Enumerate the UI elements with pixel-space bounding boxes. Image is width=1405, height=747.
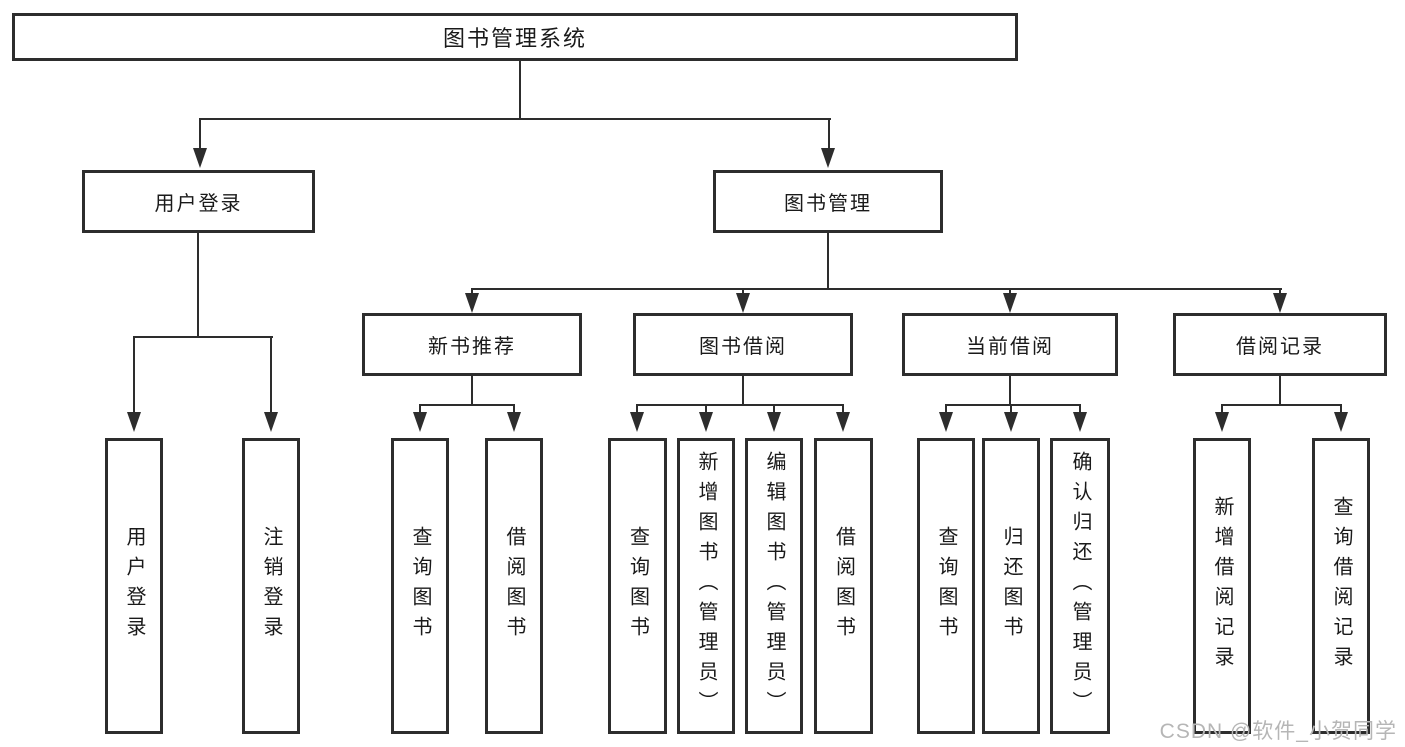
- connector-arrowhead-down: [1215, 412, 1229, 432]
- leaf-query-book-1: 查询图书: [391, 438, 449, 734]
- connector-line: [636, 404, 638, 416]
- leaf-confirm-return-admin: 确认归还（管理员）: [1050, 438, 1110, 734]
- connector-line: [199, 118, 201, 150]
- node-root-system: 图书管理系统: [12, 13, 1018, 61]
- connector-line: [945, 404, 947, 416]
- connector-line: [637, 404, 844, 406]
- connector-line: [1009, 288, 1011, 296]
- node-new-book-recommend: 新书推荐: [362, 313, 582, 376]
- leaf-label: 编辑图书（管理员）: [763, 451, 785, 721]
- connector-line: [1222, 404, 1341, 406]
- leaf-edit-book-admin: 编辑图书（管理员）: [745, 438, 803, 734]
- connector-line: [705, 404, 707, 416]
- leaf-label: 查询图书: [935, 526, 957, 646]
- connector-arrowhead-down: [193, 148, 207, 168]
- leaf-label: 查询图书: [409, 526, 431, 646]
- leaf-query-book-3: 查询图书: [917, 438, 975, 734]
- connector-arrowhead-down: [127, 412, 141, 432]
- leaf-return-book: 归还图书: [982, 438, 1040, 734]
- leaf-label: 归还图书: [1000, 526, 1022, 646]
- leaf-label: 借阅图书: [832, 526, 855, 646]
- connector-line: [1010, 404, 1012, 416]
- leaf-query-book-2: 查询图书: [608, 438, 667, 734]
- connector-arrowhead-down: [507, 412, 521, 432]
- connector-arrowhead-down: [1003, 293, 1017, 313]
- connector-arrowhead-down: [939, 412, 953, 432]
- leaf-label: 查询借阅记录: [1330, 496, 1352, 676]
- connector-line: [1221, 404, 1223, 416]
- connector-line: [1009, 376, 1011, 406]
- leaf-add-book-admin: 新增图书（管理员）: [677, 438, 735, 734]
- connector-line: [742, 288, 744, 296]
- leaf-logout: 注销登录: [242, 438, 300, 734]
- connector-line: [828, 118, 830, 150]
- connector-arrowhead-down: [736, 293, 750, 313]
- connector-arrowhead-down: [836, 412, 850, 432]
- connector-line: [471, 288, 473, 296]
- connector-arrowhead-down: [1273, 293, 1287, 313]
- node-book-management: 图书管理: [713, 170, 943, 233]
- connector-line: [513, 404, 515, 416]
- leaf-query-borrow-record: 查询借阅记录: [1312, 438, 1370, 734]
- connector-line: [471, 288, 1282, 290]
- connector-arrowhead-down: [699, 412, 713, 432]
- node-label: 图书管理系统: [442, 26, 587, 51]
- connector-arrowhead-down: [1004, 412, 1018, 432]
- connector-line: [842, 404, 844, 416]
- connector-line: [199, 118, 831, 120]
- connector-line: [1079, 404, 1081, 416]
- connector-arrowhead-down: [821, 148, 835, 168]
- connector-arrowhead-down: [264, 412, 278, 432]
- connector-line: [270, 336, 272, 414]
- connector-line: [946, 404, 1080, 406]
- node-label: 当前借阅: [966, 336, 1054, 358]
- leaf-label: 用户登录: [123, 526, 145, 646]
- connector-arrowhead-down: [630, 412, 644, 432]
- connector-line: [519, 61, 521, 120]
- node-label: 用户登录: [154, 193, 243, 215]
- connector-line: [742, 376, 744, 406]
- leaf-borrow-book-1: 借阅图书: [485, 438, 543, 734]
- leaf-label: 新增借阅记录: [1211, 496, 1233, 676]
- leaf-borrow-book-2: 借阅图书: [814, 438, 873, 734]
- leaf-label: 借阅图书: [503, 526, 525, 646]
- node-borrow-record: 借阅记录: [1173, 313, 1387, 376]
- connector-line: [1340, 404, 1342, 416]
- connector-line: [420, 404, 515, 406]
- node-book-borrow: 图书借阅: [633, 313, 853, 376]
- connector-line: [197, 233, 199, 337]
- connector-line: [133, 336, 273, 338]
- leaf-label: 新增图书（管理员）: [695, 451, 717, 721]
- connector-line: [1279, 376, 1281, 406]
- leaf-label: 确认归还（管理员）: [1069, 451, 1091, 721]
- csdn-watermark: CSDN @软件_小贺同学: [1159, 720, 1397, 743]
- node-label: 图书借阅: [699, 336, 787, 358]
- connector-line: [827, 233, 829, 290]
- leaf-user-login: 用户登录: [105, 438, 163, 734]
- connector-line: [133, 336, 135, 414]
- node-user-login: 用户登录: [82, 170, 315, 233]
- leaf-add-borrow-record: 新增借阅记录: [1193, 438, 1251, 734]
- connector-arrowhead-down: [465, 293, 479, 313]
- connector-arrowhead-down: [413, 412, 427, 432]
- node-current-borrow: 当前借阅: [902, 313, 1118, 376]
- connector-line: [471, 376, 473, 406]
- connector-line: [773, 404, 775, 416]
- node-label: 图书管理: [784, 193, 872, 215]
- leaf-label: 查询图书: [626, 526, 649, 646]
- node-label: 新书推荐: [428, 336, 516, 358]
- node-label: 借阅记录: [1236, 336, 1324, 358]
- connector-line: [419, 404, 421, 416]
- leaf-label: 注销登录: [260, 526, 282, 646]
- connector-arrowhead-down: [1073, 412, 1087, 432]
- connector-arrowhead-down: [1334, 412, 1348, 432]
- connector-line: [1279, 288, 1281, 296]
- connector-arrowhead-down: [767, 412, 781, 432]
